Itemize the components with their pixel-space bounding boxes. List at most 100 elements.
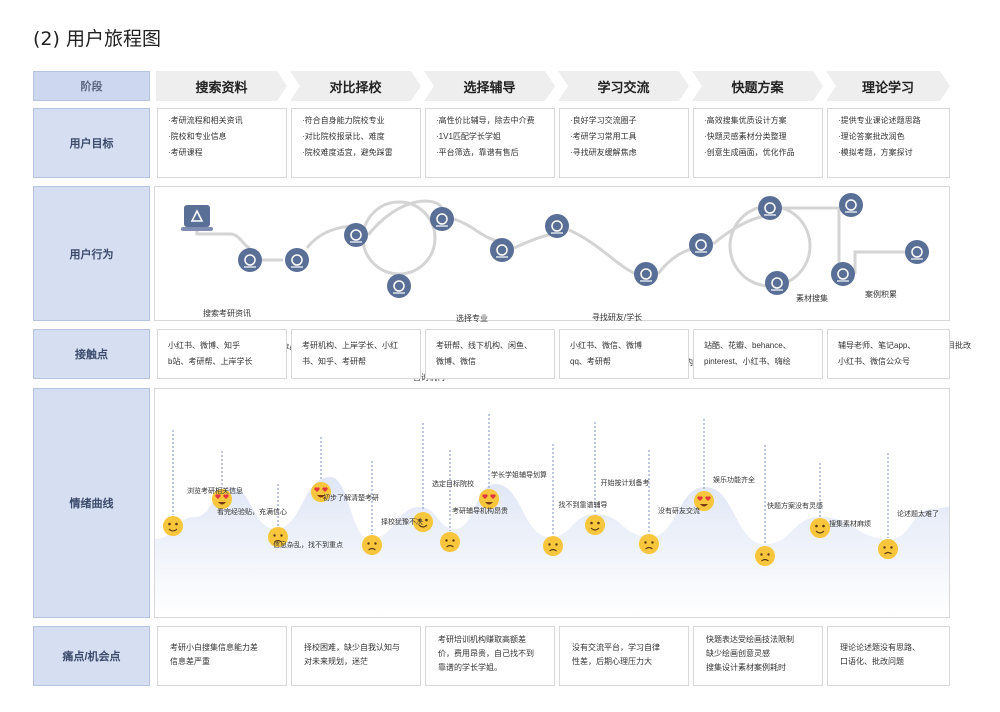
behavior-connector-path — [568, 214, 771, 278]
aperture-icon — [238, 248, 262, 272]
behavior-flow — [181, 193, 929, 298]
touchpoint-line: 站酷、花瓣、behance、 — [704, 341, 791, 350]
sad-emoji-icon — [639, 534, 659, 554]
love-emoji-icon — [212, 489, 232, 509]
goal-line: ·考研课程 — [168, 148, 203, 157]
goal-line: ·良好学习交流圈子 — [570, 116, 637, 125]
goal-line: ·快题灵感素材分类整理 — [704, 132, 787, 141]
eye-icon — [387, 274, 411, 298]
row-label-stage: 阶段 — [33, 71, 150, 101]
touchpoint-line: 小红书、微博、知乎 — [168, 341, 240, 350]
stage-tutor: 选择辅导 — [424, 71, 555, 101]
touchpoint-line: qq、考研帮 — [570, 357, 611, 366]
goal-cell: ·符合自身能力院校专业 ·对比院校报录比、难度 ·院校难度适宜，避免踩雷 — [291, 108, 421, 178]
touchpoint-line: 微博、微信 — [436, 357, 476, 366]
emotion-label: 没有研友交流 — [658, 508, 700, 515]
behavior-connector-path — [195, 229, 283, 262]
document-icon — [905, 240, 929, 264]
emotion-label: 择校犹豫不决 — [381, 519, 423, 526]
emotion-label: 浏览考研相关信息 — [187, 488, 243, 495]
touchpoint-line: pinterest、小红书、嗨绘 — [704, 357, 791, 366]
pain-cell: 快题表达受绘画技法限制 缺少绘画创意灵感 搜集设计素材案例耗时 — [693, 626, 823, 686]
goal-line: ·院校难度适宜，避免踩雷 — [302, 148, 393, 157]
pain-line: 理论论述题没有思路、 — [840, 643, 920, 652]
sad-emoji-icon — [268, 527, 288, 547]
goal-cell: ·高效搜集优质设计方案 ·快题灵感素材分类整理 ·创意生成画面，优化作品 — [693, 108, 823, 178]
pain-line: 择校困难，缺少自我认知与 — [304, 643, 400, 652]
behavior-connector-path — [782, 206, 905, 274]
goal-cell: ·良好学习交流圈子 ·考研学习常用工具 ·寻找研友缓解焦虑 — [559, 108, 689, 178]
goal-line: ·符合自身能力院校专业 — [302, 116, 385, 125]
touchpoint-line: 辅导老师、笔记app、 — [838, 341, 916, 350]
behavior-label: 寻找研友/学长 — [591, 313, 643, 322]
love-emoji-icon — [311, 482, 331, 502]
palette-icon — [765, 271, 789, 295]
pain-cell: 考研培训机构赚取高额差 价，费用昂贵，自己找不到 靠谱的学长学姐。 — [425, 626, 555, 686]
stage-compare: 对比择校 — [290, 71, 421, 101]
search-icon — [545, 214, 569, 238]
goal-line: ·高性价比辅导，除去中介费 — [436, 116, 535, 125]
sad-emoji-icon — [878, 539, 898, 559]
row-label-pain: 痛点/机会点 — [33, 626, 150, 686]
pain-line: 靠谱的学长学姐。 — [438, 663, 502, 672]
behavior-loop — [361, 200, 437, 276]
pain-line: 快题表达受绘画技法限制 — [706, 635, 794, 644]
emotion-label: 选定目标院校 — [432, 481, 474, 488]
goal-cell: ·高性价比辅导，除去中介费 ·1V1匹配学长学姐 ·平台筛选，靠谱有售后 — [425, 108, 555, 178]
goal-line: ·理论答案批改润色 — [838, 132, 905, 141]
pain-cell: 理论论述题没有思路、 口语化、批改问题 — [827, 626, 950, 686]
stage-study: 学习交流 — [558, 71, 689, 101]
goal-line: ·考研学习常用工具 — [570, 132, 637, 141]
pain-line: 考研培训机构赚取高额差 — [438, 635, 526, 644]
emotion-label: 快题方案没有灵感 — [767, 503, 823, 510]
touchpoint-cell: 辅导老师、笔记app、 小红书、微信公众号 — [827, 329, 950, 379]
emotion-label: 找不到靠谱辅导 — [558, 502, 608, 509]
goal-line: ·寻找研友缓解焦虑 — [570, 148, 637, 157]
emotion-label: 搜集素材麻烦 — [829, 521, 871, 528]
emotion-label: 初步了解清楚考研 — [323, 495, 379, 502]
sad-emoji-icon — [440, 532, 460, 552]
row-label-goal: 用户目标 — [33, 108, 150, 178]
emotion-label: 论述题太难了 — [897, 511, 939, 518]
goal-cell: ·考研流程和相关资讯 ·院校和专业信息 ·考研课程 — [157, 108, 287, 178]
emotion-label: 信息杂乱，找不到重点 — [273, 542, 343, 549]
touchpoint-cell: 考研帮、线下机构、闲鱼、 微博、微信 — [425, 329, 555, 379]
sad-emoji-icon — [543, 536, 563, 556]
goal-line: ·对比院校报录比、难度 — [302, 132, 385, 141]
touchpoint-cell: 站酷、花瓣、behance、 pinterest、小红书、嗨绘 — [693, 329, 823, 379]
goal-line: ·考研流程和相关资讯 — [168, 116, 243, 125]
pain-cell: 择校困难，缺少自我认知与 对未来规划，迷茫 — [291, 626, 421, 686]
row-label-emotion: 情绪曲线 — [33, 388, 150, 618]
page-title: (2) 用户旅程图 — [33, 28, 161, 50]
goal-cell: ·提供专业课论述题思路 ·理论答案批改润色 ·模拟考题，方案探讨 — [827, 108, 950, 178]
goal-line: ·平台筛选，靠谱有售后 — [436, 148, 519, 157]
chat-icon — [634, 262, 658, 286]
check-icon — [430, 207, 454, 231]
box-icon — [839, 193, 863, 217]
love-emoji-icon — [479, 489, 499, 509]
pain-line: 信息差严重 — [170, 657, 210, 666]
sad-emoji-icon — [755, 546, 775, 566]
behavior-label: 素材搜集 — [796, 294, 828, 303]
goal-line: ·院校和专业信息 — [168, 132, 227, 141]
sad-emoji-icon — [362, 535, 382, 555]
pain-cell: 考研小白搜集信息能力差 信息差严重 — [157, 626, 287, 686]
behavior-label: 选择专业 — [456, 314, 488, 323]
behavior-label: 搜索考研资讯 — [203, 309, 251, 318]
chart-icon — [285, 248, 309, 272]
neutral-emoji-icon — [585, 515, 605, 535]
neutral-emoji-icon — [163, 516, 183, 536]
emotion-label: 考研辅导机构昂贵 — [452, 508, 508, 515]
pain-cell: 没有交流平台，学习自律 性差，后期心理压力大 — [559, 626, 689, 686]
building-icon — [758, 196, 782, 220]
behavior-connector — [195, 199, 905, 288]
emotion-label: 开始按计划备考 — [600, 480, 650, 487]
cursor-icon — [344, 223, 368, 247]
touchpoint-cell: 小红书、微信、微博 qq、考研帮 — [559, 329, 689, 379]
touchpoint-line: 考研帮、线下机构、闲鱼、 — [436, 341, 532, 350]
goal-line: ·1V1匹配学长学姐 — [436, 132, 501, 141]
touchpoint-line: 书、知乎、考研帮 — [302, 357, 366, 366]
graduation-cap-icon — [490, 238, 514, 262]
goal-line: ·创意生成画面，优化作品 — [704, 148, 795, 157]
behavior-connector-path — [305, 199, 558, 250]
